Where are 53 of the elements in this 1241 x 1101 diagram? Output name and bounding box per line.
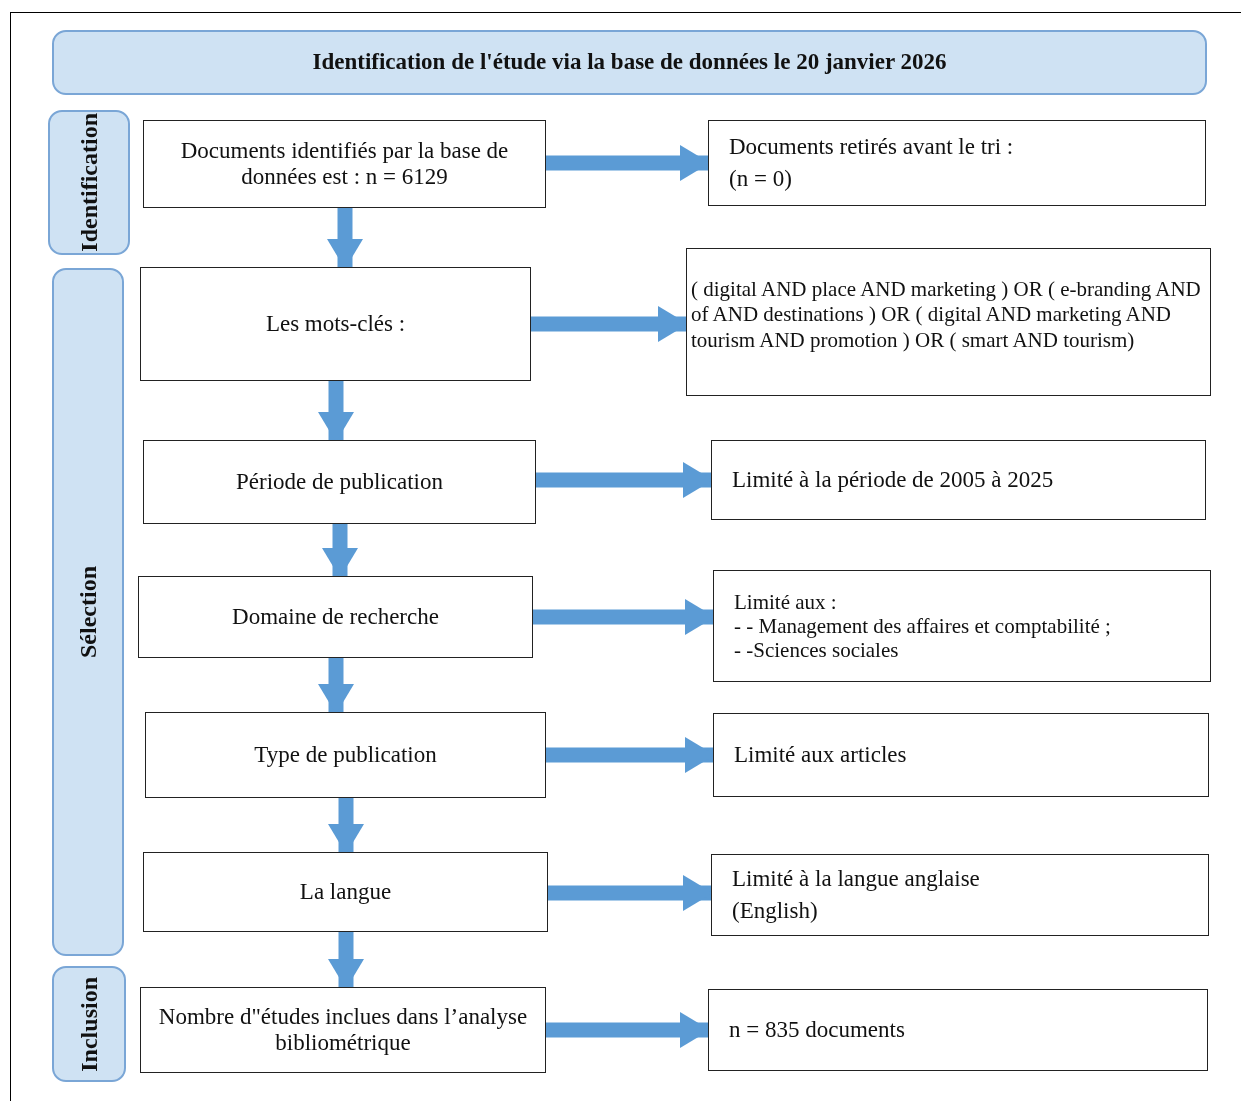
node-text: ( digital AND place AND marketing ) OR ( e-branding AND of AND destinations ) OR ( digital AND marketing AND tourism AND promotion ) OR ( smart AND tourism) [691, 277, 1202, 353]
process-box [143, 852, 548, 932]
node-text: - - Management des affaires et comptabilité ; [734, 613, 1111, 639]
process-box [138, 576, 533, 658]
node-text: (English) [732, 897, 818, 925]
process-box [140, 987, 546, 1073]
process-box [686, 248, 1211, 396]
arrow [322, 524, 358, 578]
process-box [713, 570, 1211, 682]
node-text: Limité à la langue anglaise [732, 864, 980, 893]
arrow [531, 306, 688, 342]
process-box [143, 440, 536, 524]
node-text: n = 835 documents [729, 1015, 905, 1044]
node-text: Identification de l'étude via la base de données le 20 janvier 2026 [312, 50, 947, 75]
process-box [143, 120, 546, 208]
process-box [711, 854, 1209, 936]
node-text: Documents retirés avant le tri : [729, 132, 1014, 161]
header-banner [52, 30, 1207, 95]
process-box [708, 120, 1206, 206]
node-text: Domaine de recherche [232, 603, 439, 631]
node-text: Période de publication [236, 468, 443, 496]
phase-band [52, 268, 124, 956]
arrow [327, 208, 363, 269]
node-text: La langue [299, 878, 392, 906]
arrow [328, 798, 364, 854]
node-text: (n = 0) [729, 165, 792, 193]
arrow [548, 875, 713, 911]
process-box [140, 267, 531, 381]
arrow [536, 462, 713, 498]
process-box [708, 989, 1208, 1071]
arrow [318, 658, 354, 714]
phase-band [48, 110, 130, 255]
node-text: Nombre d"études inclues dans l’analyse bibliométrique [157, 1003, 529, 1057]
node-text: Type de publication [254, 741, 437, 769]
node-text: Limité aux : [734, 589, 837, 614]
arrow [546, 737, 715, 773]
arrow [328, 932, 364, 989]
arrow [546, 1012, 710, 1048]
arrow [546, 145, 710, 181]
node-text: - -Sciences sociales [734, 638, 899, 663]
phase-band [52, 966, 126, 1082]
node-text: Documents identifiés par la base de données est : n = 6129 [179, 137, 510, 191]
process-box [713, 713, 1209, 797]
node-text: Les mots-clés : [265, 310, 406, 338]
node-text: Limité aux articles [734, 740, 907, 769]
node-text: Inclusion [75, 976, 103, 1072]
process-box [145, 712, 546, 798]
node-text: Identification [75, 113, 103, 252]
node-text: Sélection [74, 566, 102, 658]
arrow [533, 599, 715, 635]
arrow [318, 381, 354, 442]
process-box [711, 440, 1206, 520]
node-text: Limité à la période de 2005 à 2025 [732, 465, 1054, 494]
